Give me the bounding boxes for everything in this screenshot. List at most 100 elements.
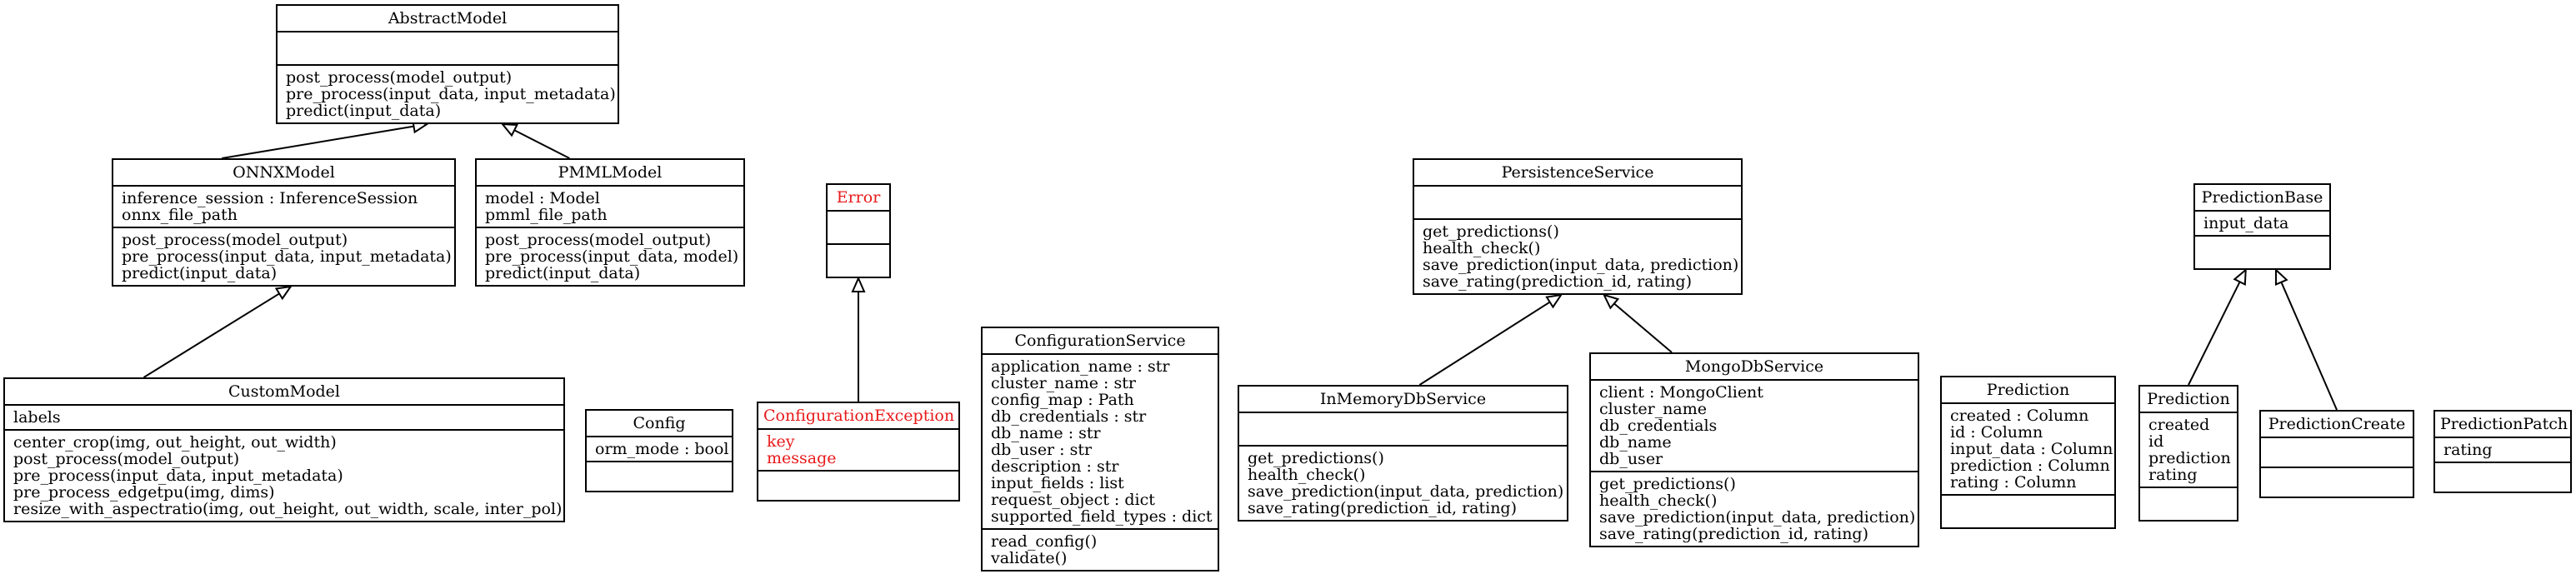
attribute-item: model : Model [485, 189, 600, 207]
inheritance-line [2188, 281, 2241, 386]
method-item: pre_process(input_data, input_metadata) [13, 467, 343, 485]
attribute-item: supported_field_types : dict [991, 507, 1213, 526]
method-compartment [828, 245, 889, 277]
method-compartment: post_process(model_output)pre_process(in… [113, 228, 454, 285]
method-item: resize_with_aspectratio(img, out_height,… [13, 500, 563, 518]
attribute-item: message [767, 449, 837, 467]
method-item: get_predictions() [1248, 449, 1384, 467]
class-name: PersistenceService [1414, 160, 1741, 187]
class-prediction-base: PredictionBase input_data [2193, 183, 2331, 270]
attribute-item: rating : Column [1950, 473, 2077, 492]
method-item: post_process(model_output) [286, 68, 513, 87]
class-name: ConfigurationException [758, 403, 958, 430]
class-name: CustomModel [5, 379, 563, 406]
attribute-item: db_name [1599, 433, 1672, 452]
class-name: Error [828, 185, 889, 212]
inheritance-line [2280, 282, 2338, 411]
method-item: save_rating(prediction_id, rating) [1248, 499, 1517, 517]
inheritance-line [513, 129, 570, 159]
method-compartment: center_crop(img, out_height, out_width)p… [5, 431, 563, 521]
attribute-item: id : Column [1950, 423, 2043, 442]
attribute-item: cluster_name : str [991, 374, 1136, 392]
class-name: InMemoryDbService [1239, 387, 1567, 413]
class-name: PredictionPatch [2435, 412, 2570, 438]
attribute-item: input_fields : list [991, 474, 1124, 492]
method-compartment [2195, 237, 2329, 268]
attribute-item: db_credentials : str [991, 407, 1147, 426]
method-item: pre_process(input_data, input_metadata) [122, 247, 452, 266]
attribute-item: onnx_file_path [122, 206, 238, 224]
inheritance-line [143, 292, 280, 378]
method-item: validate() [991, 549, 1068, 567]
attribute-item: config_map : Path [991, 391, 1134, 409]
attribute-item: labels [13, 408, 61, 427]
class-custom-model: CustomModel labels center_crop(img, out_… [3, 377, 565, 522]
attribute-compartment: rating [2435, 438, 2570, 463]
attribute-item: created [2148, 416, 2210, 434]
attribute-item: db_user : str [991, 441, 1093, 459]
inheritance-arrowhead [2274, 267, 2288, 286]
inheritance-arrowhead [1545, 293, 1563, 309]
attribute-compartment [278, 32, 618, 66]
class-name: PredictionCreate [2261, 412, 2413, 438]
method-item: post_process(model_output) [13, 450, 240, 468]
attribute-item: prediction : Column [1950, 457, 2110, 475]
inheritance-arrowhead [1602, 293, 1620, 310]
class-prediction-create: PredictionCreate [2259, 410, 2414, 498]
method-item: predict(input_data) [122, 264, 278, 282]
class-abstract-model: AbstractModel post_process(model_output)… [276, 4, 619, 124]
attribute-item: orm_mode : bool [595, 440, 729, 458]
attribute-compartment [1239, 413, 1567, 447]
attribute-item: cluster_name [1599, 400, 1707, 418]
attribute-compartment [828, 212, 889, 245]
attribute-item: application_name : str [991, 357, 1170, 376]
method-compartment [587, 462, 732, 491]
method-item: get_predictions() [1599, 475, 1736, 493]
class-name: PMMLModel [477, 160, 743, 187]
attribute-item: db_name : str [991, 424, 1101, 442]
attribute-item: created : Column [1950, 407, 2089, 425]
method-item: save_prediction(input_data, prediction) [1423, 256, 1739, 274]
method-item: predict(input_data) [286, 102, 442, 120]
inheritance-line [221, 125, 414, 159]
method-item: post_process(model_output) [485, 231, 712, 249]
method-item: get_predictions() [1423, 222, 1559, 241]
inheritance-arrowhead [851, 276, 866, 292]
class-name: MongoDbService [1591, 354, 1918, 381]
class-persistence-service: PersistenceService get_predictions()heal… [1413, 158, 1743, 295]
method-item: pre_process(input_data, model) [485, 247, 739, 266]
method-item: save_prediction(input_data, prediction) [1248, 482, 1564, 501]
class-name: Prediction [2140, 387, 2237, 413]
class-name: AbstractModel [278, 6, 618, 32]
method-item: read_config() [991, 532, 1098, 551]
class-name: Prediction [1942, 377, 2114, 404]
method-item: pre_process_edgetpu(img, dims) [13, 483, 275, 502]
inheritance-arrowhead [274, 285, 293, 301]
attribute-item: prediction [2148, 449, 2231, 467]
method-compartment [2261, 468, 2413, 497]
method-item: pre_process(input_data, input_metadata) [286, 85, 616, 103]
class-name: Config [587, 411, 732, 437]
method-item: save_prediction(input_data, prediction) [1599, 508, 1916, 527]
inheritance-line [1418, 301, 1551, 386]
method-compartment: post_process(model_output)pre_process(in… [278, 66, 618, 122]
method-compartment: get_predictions()health_check()save_pred… [1239, 447, 1567, 520]
attribute-compartment [2261, 438, 2413, 468]
method-item: post_process(model_output) [122, 231, 348, 249]
method-compartment: read_config()validate() [983, 530, 1218, 570]
class-name: PredictionBase [2195, 185, 2329, 212]
attribute-item: key [767, 432, 795, 451]
attribute-compartment: input_data [2195, 212, 2329, 237]
